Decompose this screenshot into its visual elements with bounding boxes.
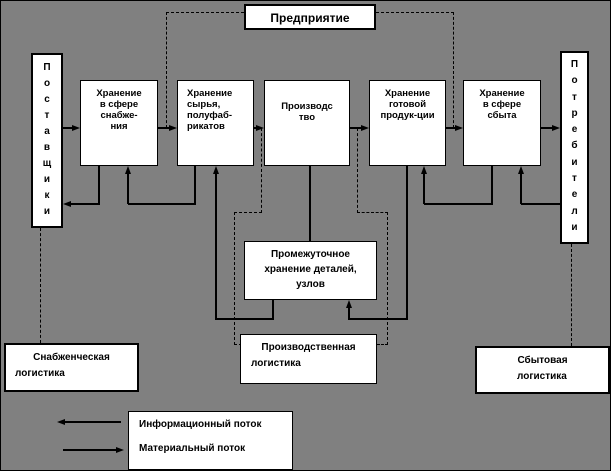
info-flow-line [194,166,196,205]
production-logistics-dashed-line [234,212,262,213]
production-logistics-dashed-line [377,344,388,345]
production-logistics-dashed-line [387,212,388,345]
info-flow-line [272,300,274,320]
production-intermediate-line [309,166,311,242]
info-flow-line [215,173,217,320]
info-flow-line [521,203,560,205]
sales-logistics-box: Сбытовая логистика [475,346,610,394]
info-flow-arrowhead [346,300,352,308]
info-flow-arrowhead [421,166,427,174]
info-flow-line [71,203,100,205]
enterprise-box: Предприятие [244,4,376,30]
production-logistics-label-line2: логистика [251,358,301,369]
info-flow-line [348,307,350,320]
sales-logistics-label-line1: Сбытовая [517,355,568,366]
intermediate-storage-box: Промежуточное хранение деталей, узлов [244,241,377,300]
enterprise-boundary-dashed-line [166,12,167,128]
sales-logistics-label-line2: логистика [517,371,567,382]
enterprise-boundary-dashed-line [376,12,454,13]
material-flow-line [446,127,456,129]
storage-supply-box: Хранение в сфере снабже- ния [80,80,158,166]
legend-information-label: Информационный поток [139,419,262,430]
info-flow-line [128,203,196,205]
material-flow-line [63,127,73,129]
info-flow-line [127,173,129,204]
storage-finished-goods-box: Хранение готовой продук-ции [369,80,446,166]
material-flow-arrowhead [361,125,369,131]
legend-material-arrowhead [116,447,124,453]
info-flow-arrowhead [63,201,71,207]
legend-information-arrow-line [64,421,121,423]
enterprise-boundary-dashed-line [166,12,244,13]
info-flow-arrowhead [213,166,219,174]
legend-material-label: Материальный поток [139,443,246,454]
enterprise-label: Предприятие [270,11,350,25]
info-flow-line [348,318,408,320]
production-logistics-dashed-line [234,212,235,345]
info-flow-line [491,166,493,205]
legend-information-arrowhead [57,419,65,425]
supply-logistics-dashed-line [40,228,41,343]
production-logistics-box: Производственная логистика [240,334,377,384]
material-flow-line [350,127,362,129]
production-logistics-dashed-line [357,128,358,213]
material-flow-arrowhead [455,125,463,131]
info-flow-line [406,166,408,320]
info-flow-line [424,203,493,205]
info-flow-arrowhead [518,166,524,174]
material-flow-arrowhead [256,125,264,131]
supply-logistics-box: Снабженческая логистика [4,343,139,392]
production-logistics-dashed-line [234,344,242,345]
info-flow-line [520,173,522,204]
consumers-box: П о т р е б и т е л и [560,51,589,244]
material-flow-line [254,127,257,129]
storage-sales-box: Хранение в сфере сбыта [463,80,541,166]
suppliers-box: П о с т а в щ и к и [31,53,63,228]
info-flow-line [98,166,100,205]
production-box: Производс тво [264,80,350,166]
sales-logistics-dashed-line [571,244,572,346]
material-flow-line [541,127,553,129]
production-logistics-label-line1: Производственная [261,342,356,353]
legend: Информационный поток Материальный поток [128,411,293,470]
material-flow-line [158,127,170,129]
info-flow-line [423,173,425,204]
storage-raw-materials-box: Хранение сырья, полуфаб- рикатов [177,80,254,166]
supply-logistics-label-line2: логистика [15,368,65,379]
material-flow-arrowhead [72,125,80,131]
material-flow-arrowhead [169,125,177,131]
legend-material-arrow-line [63,449,118,451]
production-logistics-dashed-line [357,212,388,213]
supply-logistics-label-line1: Снабженческая [33,352,110,363]
enterprise-boundary-dashed-line [453,12,454,128]
material-flow-arrowhead [552,125,560,131]
production-logistics-dashed-line [261,128,262,213]
info-flow-line [215,318,274,320]
info-flow-arrowhead [125,166,131,174]
